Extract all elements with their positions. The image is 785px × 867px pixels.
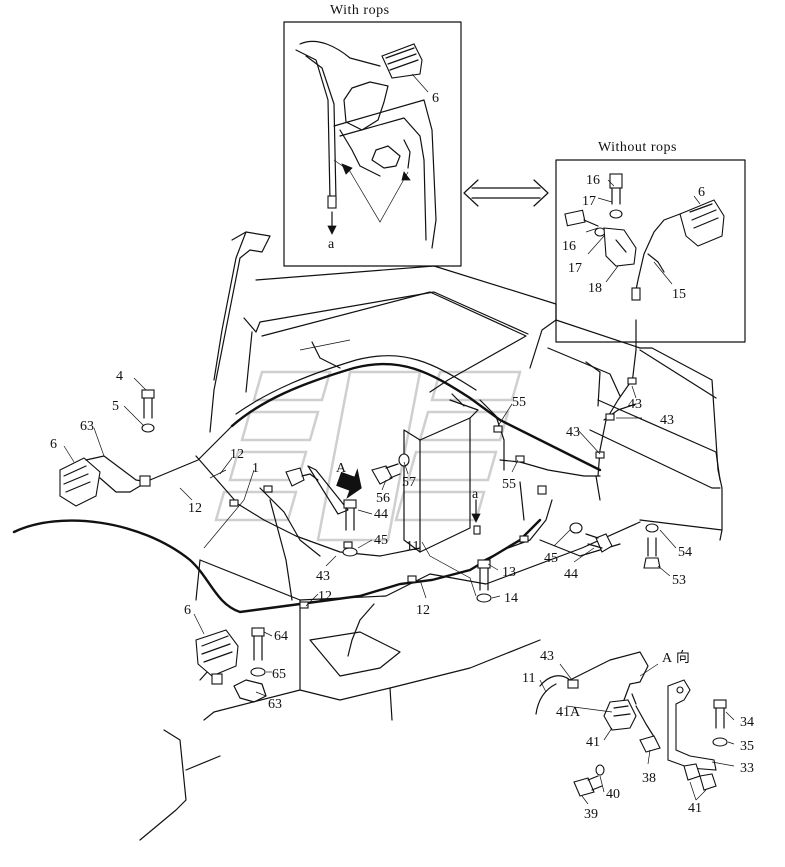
part-label: 11	[406, 539, 419, 554]
part-label: 6	[184, 603, 191, 618]
headings: With rops Without rops A 向	[330, 3, 690, 666]
heading-without-rops: Without rops	[598, 140, 677, 155]
part-label: 12	[230, 447, 244, 462]
with-rops-inset	[283, 21, 462, 267]
letter-a-main: a	[472, 487, 479, 502]
part-label: 17	[568, 261, 582, 276]
double-arrow-icon	[463, 179, 549, 207]
part-label: 1	[252, 461, 259, 476]
part-label: 12	[318, 589, 332, 604]
part-label: 12	[188, 501, 202, 516]
part-label: 38	[642, 771, 656, 786]
part-label: 63	[80, 419, 94, 434]
part-label: 56	[376, 491, 390, 506]
part-label: 40	[606, 787, 620, 802]
harness-clips	[229, 377, 637, 609]
reference-letters: a a A	[328, 237, 479, 502]
part-label: 63	[268, 697, 282, 712]
part-label: 45	[544, 551, 558, 566]
part-label: 43	[566, 425, 580, 440]
part-label: 55	[512, 395, 526, 410]
bottom-work-lamp	[195, 629, 267, 703]
part-label: 54	[678, 545, 692, 560]
part-label: 41	[586, 735, 600, 750]
letter-a-arrow: A	[336, 461, 347, 476]
part-label: 41A	[556, 705, 581, 720]
part-label: 43	[540, 649, 554, 664]
part-label: 14	[504, 591, 518, 606]
part-number-labels: 6 16 17 16 17 6 18 15 4 5 63 6 12 1 12 4…	[50, 91, 754, 822]
part-label: 16	[562, 239, 576, 254]
part-label: 15	[672, 287, 686, 302]
heading-with-rops: With rops	[330, 3, 390, 18]
part-label: 16	[586, 173, 600, 188]
part-label: 39	[584, 807, 598, 822]
heading-view-a: A 向	[662, 650, 690, 666]
part-label: 4	[116, 369, 123, 384]
part-label: 18	[588, 281, 602, 296]
part-label: 6	[432, 91, 439, 106]
part-label: 41	[688, 801, 702, 816]
part-label: 5	[112, 399, 119, 414]
part-label: 11	[522, 671, 535, 686]
leader-lines	[63, 73, 735, 805]
part-label: 44	[374, 507, 388, 522]
part-label: 65	[272, 667, 286, 682]
letter-a-inset: a	[328, 237, 335, 252]
part-label: 55	[502, 477, 516, 492]
part-label: 53	[672, 573, 686, 588]
part-label: 44	[564, 567, 578, 582]
part-label: 6	[50, 437, 57, 452]
part-label: 12	[416, 603, 430, 618]
part-label: 57	[402, 475, 416, 490]
view-a-arrow-icon	[336, 468, 362, 499]
part-label: 33	[740, 761, 754, 776]
part-label: 43	[628, 397, 642, 412]
view-a-detail	[535, 651, 728, 797]
part-label: 43	[316, 569, 330, 584]
part-label: 6	[698, 185, 705, 200]
part-label: 35	[740, 739, 754, 754]
bolts-and-washers	[141, 389, 661, 677]
part-label: 17	[582, 194, 596, 209]
part-label: 64	[274, 629, 288, 644]
part-label: 13	[502, 565, 516, 580]
connector-a-arrow-icon	[471, 499, 481, 523]
without-rops-inset	[555, 159, 746, 343]
left-work-lamp	[59, 455, 151, 507]
part-label: 43	[660, 413, 674, 428]
part-label: 34	[740, 715, 754, 730]
machine-frame	[139, 231, 723, 841]
part-label: 45	[374, 533, 388, 548]
